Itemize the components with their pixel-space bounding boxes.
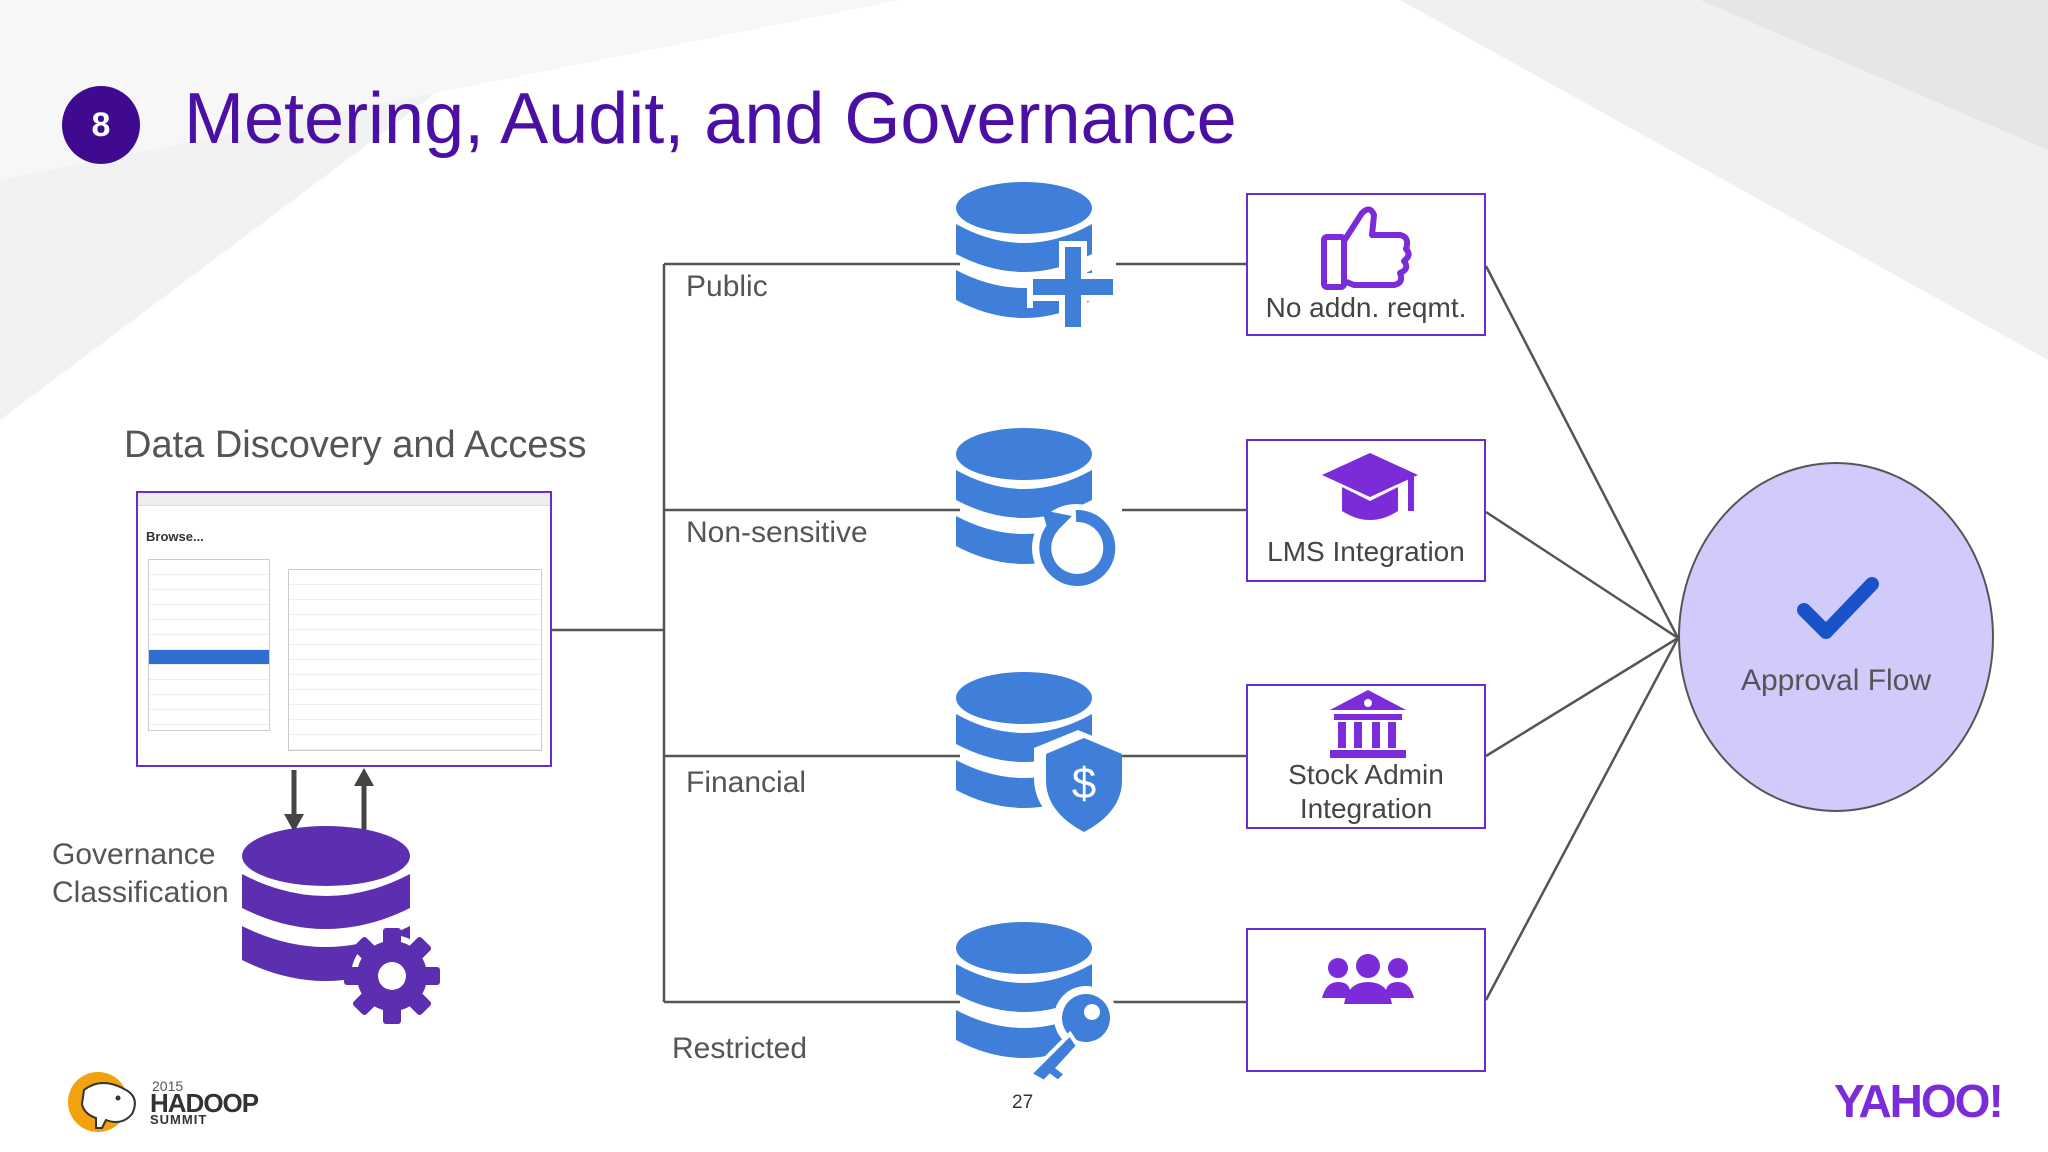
graduation-cap-icon <box>1322 453 1418 520</box>
database-plus-icon <box>956 182 1119 333</box>
database-refresh-icon <box>956 428 1120 592</box>
branch-label-public: Public <box>686 270 768 303</box>
database-key-icon <box>956 922 1118 1082</box>
hadoop-subtitle: SUMMIT <box>150 1112 208 1127</box>
requirement-box-public: No addn. reqmt. <box>1246 193 1486 336</box>
page-number: 27 <box>1012 1092 1034 1113</box>
database-gear-icon <box>242 826 440 1024</box>
requirement-non-sensitive-line1: LMS Integration <box>1267 536 1465 567</box>
approval-flow-node: Approval Flow <box>1678 462 1994 812</box>
hadoop-elephant-logo <box>68 1072 136 1132</box>
requirement-financial-line1: Stock Admin <box>1288 759 1444 790</box>
approval-flow-label: Approval Flow <box>1740 664 1932 697</box>
requirement-box-restricted <box>1246 928 1486 1072</box>
checkmark-icon <box>1797 577 1879 639</box>
discovery-label: Data Discovery and Access <box>124 424 587 466</box>
database-shield-dollar-icon: $ <box>956 672 1122 836</box>
bank-icon <box>1330 690 1406 758</box>
branch-label-non-sensitive: Non-sensitive <box>686 516 868 549</box>
hadoop-year: 2015 <box>152 1078 184 1094</box>
branch-label-financial: Financial <box>686 766 807 799</box>
discovery-screenshot: Browse... <box>136 491 552 767</box>
requirement-box-non-sensitive: LMS Integration <box>1246 439 1486 582</box>
requirement-public-line1: No addn. reqmt. <box>1265 292 1467 323</box>
governance-label-line1: Governance <box>52 838 216 871</box>
requirement-box-financial: Stock Admin Integration <box>1246 684 1486 829</box>
svg-text:$: $ <box>1072 759 1096 808</box>
branch-label-restricted: Restricted <box>672 1032 808 1065</box>
yahoo-logo: YAHOO! <box>1834 1075 2004 1127</box>
governance-label-line2: Classification <box>52 876 229 909</box>
screenshot-heading: Browse... <box>146 529 204 544</box>
slide-number-badge: 8 <box>62 86 140 164</box>
thumbs-up-icon <box>1321 206 1412 290</box>
slide-title: Metering, Audit, and Governance <box>184 79 1237 159</box>
hadoop-title: HADOOP <box>150 1088 259 1118</box>
group-icon <box>1322 954 1414 1004</box>
requirement-financial-line2: Integration <box>1299 793 1433 824</box>
